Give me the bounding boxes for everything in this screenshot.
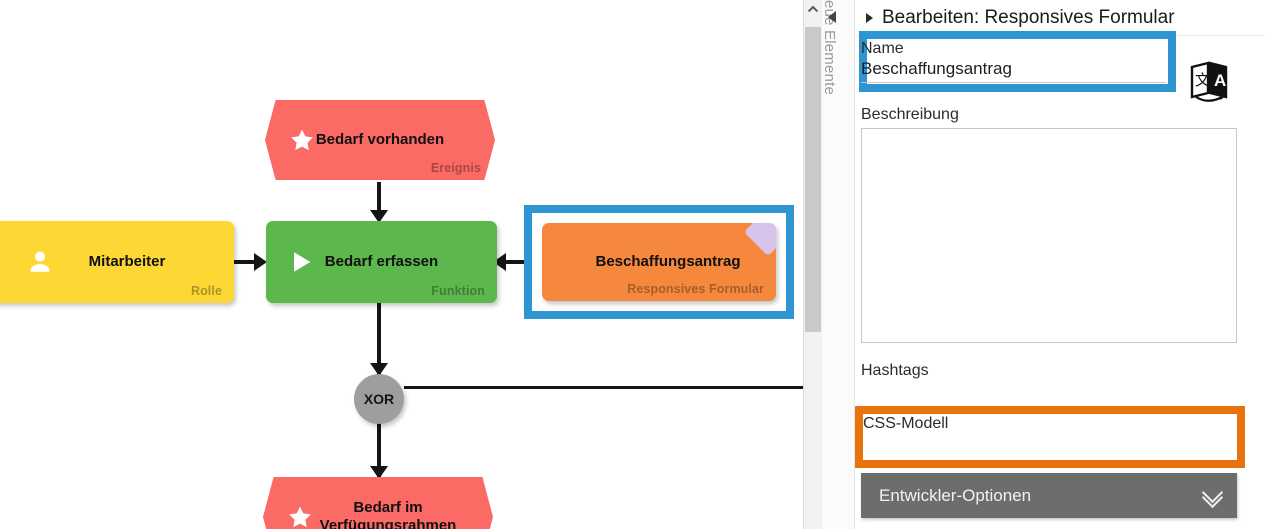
star-icon — [287, 125, 317, 155]
node-type-label: Rolle — [190, 284, 222, 298]
arrowhead-down-to-function — [370, 210, 388, 223]
name-input[interactable] — [861, 59, 1166, 83]
triangle-left-icon[interactable] — [828, 11, 836, 23]
css-model-label: CSS-Modell — [863, 415, 949, 432]
canvas-vertical-scrollbar[interactable] — [803, 0, 822, 529]
hashtags-label: Hashtags — [861, 362, 929, 379]
node-label-line2: Verfügungsrahmen — [319, 517, 457, 529]
edge-gateway-to-event — [377, 423, 381, 478]
tag-badge-icon — [743, 223, 776, 257]
node-label: Bedarf erfassen — [324, 253, 439, 271]
person-icon — [25, 247, 55, 277]
node-label: Mitarbeiter — [88, 253, 166, 271]
page-title: Bearbeiten: Responsives Formular — [882, 6, 1175, 28]
edge-function-to-gateway — [377, 303, 381, 375]
node-label: Bedarf vorhanden — [315, 131, 445, 149]
grid-icon — [562, 249, 589, 276]
edge-form-to-function — [497, 260, 542, 264]
arrowhead-right-to-function — [254, 253, 267, 271]
description-label: Beschreibung — [861, 106, 959, 123]
diagram-canvas[interactable]: Bedarf vorhanden Ereignis Mitarbeiter Ro… — [0, 0, 803, 529]
node-type-label: Responsives Formular — [627, 282, 764, 296]
palette-tab-neue-elemente[interactable]: Neue Elemente — [821, 0, 855, 529]
properties-panel: Bearbeiten: Responsives Formular Name 文 … — [828, 0, 1265, 529]
node-label: Bedarf im Verfügungsrahmen — [314, 499, 463, 529]
node-type-label: Funktion — [431, 284, 485, 298]
css-model-highlight — [855, 406, 1245, 468]
double-chevron-down-icon[interactable] — [1201, 481, 1224, 508]
node-form-beschaffungsantrag[interactable]: Beschaffungsantrag Responsives Formular — [542, 223, 776, 301]
css-model-field-group: CSS-Modell — [863, 415, 1235, 433]
node-event-bedarf-verfuegungsrahmen[interactable]: Bedarf im Verfügungsrahmen — [263, 477, 493, 529]
scrollbar-thumb[interactable] — [805, 27, 821, 332]
node-function-bedarf-erfassen[interactable]: Bedarf erfassen Funktion — [266, 221, 497, 303]
node-role-mitarbeiter[interactable]: Mitarbeiter Rolle — [0, 221, 234, 303]
node-label: Beschaffungsantrag — [595, 253, 741, 271]
node-type-label: Ereignis — [430, 161, 481, 175]
node-label-line1: Bedarf im — [353, 499, 423, 517]
description-textarea[interactable] — [861, 128, 1237, 343]
dev-options-label: Entwickler-Optionen — [879, 485, 1032, 505]
node-event-bedarf-vorhanden[interactable]: Bedarf vorhanden Ereignis — [265, 100, 495, 180]
arrowhead-down-to-bottom-event — [370, 466, 388, 479]
chevron-up-icon[interactable] — [804, 0, 822, 18]
star-icon — [285, 502, 315, 529]
name-field-group: Name — [861, 40, 1166, 83]
translate-icon[interactable]: 文 A — [1186, 57, 1234, 105]
dev-options-bar[interactable]: Entwickler-Optionen — [861, 473, 1237, 518]
gateway-xor[interactable]: XOR — [354, 374, 404, 424]
triangle-right-icon[interactable] — [866, 12, 873, 23]
gateway-label: XOR — [363, 391, 395, 407]
svg-text:A: A — [1214, 71, 1226, 90]
play-icon — [286, 247, 316, 277]
edge-role-to-function — [234, 260, 261, 264]
name-label: Name — [861, 40, 904, 57]
svg-text:文: 文 — [1195, 72, 1210, 89]
edge-event-to-function — [377, 182, 381, 217]
arrowhead-down-to-gateway — [370, 363, 388, 376]
edge-gateway-right — [404, 386, 803, 389]
